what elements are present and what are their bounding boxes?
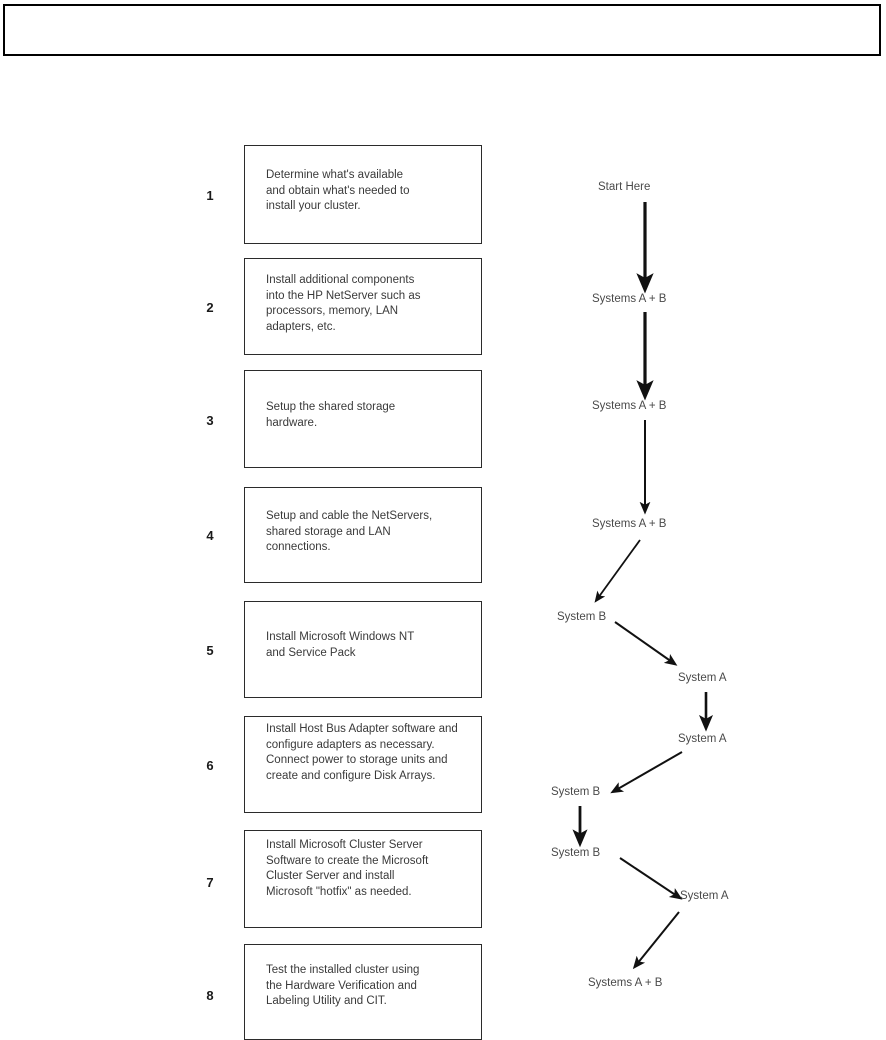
- step-text: Install additional components into the H…: [266, 274, 421, 333]
- step-number: 3: [206, 413, 214, 428]
- step-box: [244, 830, 482, 928]
- step-number: 8: [206, 988, 214, 1003]
- step-box: [244, 487, 482, 583]
- arrow-a3-to-ab4: [632, 911, 680, 970]
- arrow-b3-to-a3: [619, 857, 683, 900]
- header-bar: [3, 4, 881, 56]
- step-number: 5: [206, 643, 214, 658]
- flow-label-systems-ab-1: Systems A + B: [592, 293, 667, 305]
- flow-label-system-a-3: System A: [680, 890, 729, 902]
- step-text: Setup the shared storage hardware.: [266, 401, 396, 429]
- step-number: 7: [206, 875, 214, 890]
- flow-label-system-b-1: System B: [557, 611, 607, 623]
- step-box: [244, 944, 482, 1040]
- step-text: Install Host Bus Adapter software and co…: [266, 723, 458, 782]
- flow-label-systems-ab-2: Systems A + B: [592, 400, 667, 412]
- flow-label-system-b-3: System B: [551, 847, 601, 859]
- flow-label-system-a-2: System A: [678, 733, 727, 745]
- flow-label-system-b-2: System B: [551, 786, 601, 798]
- step-box: [244, 145, 482, 244]
- arrow-b1-to-a1: [614, 621, 678, 666]
- step-text: Setup and cable the NetServers, shared s…: [266, 510, 433, 553]
- arrow-ab3-to-b1: [594, 539, 641, 603]
- flow-label-systems-ab-4: Systems A + B: [588, 977, 663, 989]
- flow-label-start-here: Start Here: [598, 181, 651, 193]
- step-box: [244, 370, 482, 468]
- step-text: Determine what's available and obtain wh…: [266, 169, 410, 212]
- step-box: [244, 716, 482, 813]
- step-text: Install Microsoft Windows NT and Service…: [266, 631, 415, 659]
- step-box: [244, 258, 482, 355]
- step-box: [244, 601, 482, 698]
- arrow-a2-to-b2: [610, 751, 683, 794]
- flow-label-system-a-1: System A: [678, 672, 727, 684]
- step-text: Test the installed cluster using the Har…: [266, 964, 420, 1007]
- step-number: 6: [206, 758, 214, 773]
- step-number: 4: [206, 528, 214, 543]
- flow-label-systems-ab-3: Systems A + B: [592, 518, 667, 530]
- step-text: Install Microsoft Cluster Server Softwar…: [266, 839, 429, 898]
- step-number: 1: [206, 188, 214, 203]
- step-number: 2: [206, 300, 214, 315]
